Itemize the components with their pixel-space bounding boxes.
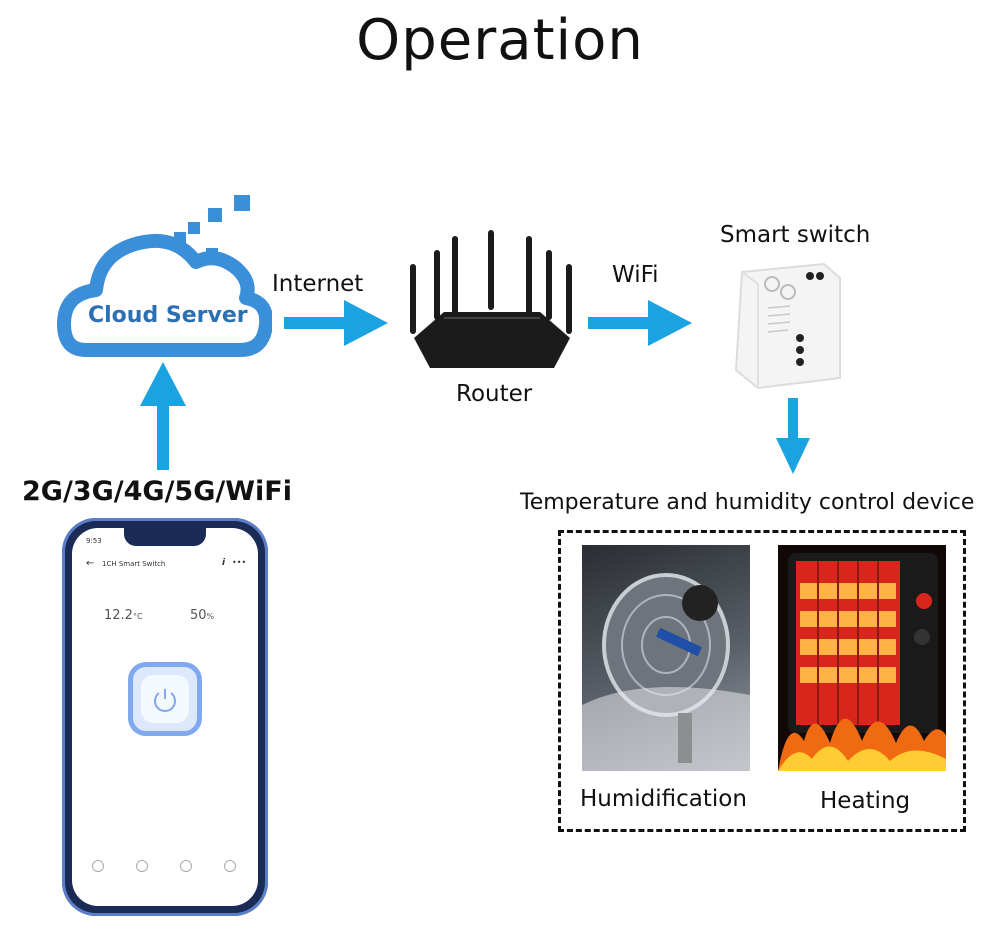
internet-label: Internet	[272, 271, 364, 297]
humidification-image	[582, 545, 750, 771]
arrow-cloud-to-router	[284, 300, 388, 346]
cloud-server-icon	[57, 195, 272, 357]
wifi-label: WiFi	[612, 262, 659, 288]
more-icon[interactable]: •••	[232, 558, 247, 567]
screen-title: 1CH Smart Switch	[102, 560, 166, 568]
temperature-value: 12.2	[104, 608, 133, 623]
phone-tab-bar	[72, 860, 258, 900]
phone-screen: 9:53 ← 1CH Smart Switch i ••• 12.2°C 50%	[72, 528, 258, 906]
humidity-unit: %	[206, 612, 215, 621]
phone-notch	[124, 528, 206, 546]
humidity-readout: 50%	[190, 608, 214, 623]
status-time: 9:53	[86, 537, 102, 545]
temperature-unit: °C	[132, 612, 143, 621]
tab-cycle[interactable]	[210, 860, 250, 872]
tab-schedule[interactable]	[122, 860, 162, 872]
tab-auto-icon	[92, 860, 104, 872]
router-label: Router	[456, 381, 533, 407]
connection-types-label: 2G/3G/4G/5G/WiFi	[22, 476, 292, 507]
smart-switch-icon	[734, 262, 841, 390]
smartphone: 9:53 ← 1CH Smart Switch i ••• 12.2°C 50%	[62, 518, 268, 916]
cycle-icon	[224, 860, 236, 872]
info-icon[interactable]: i	[222, 558, 226, 568]
heating-label: Heating	[820, 788, 911, 814]
back-arrow-icon[interactable]: ←	[86, 558, 95, 569]
tab-timer[interactable]	[166, 860, 206, 872]
alarm-icon	[136, 860, 148, 872]
arrow-switch-to-devices	[776, 398, 810, 474]
arrow-router-to-switch	[588, 300, 692, 346]
router-icon	[410, 230, 572, 368]
timer-icon	[180, 860, 192, 872]
heating-image	[778, 545, 946, 771]
arrow-phone-to-cloud	[140, 362, 186, 470]
humidification-label: Humidification	[580, 786, 747, 812]
power-icon	[154, 689, 176, 712]
power-button[interactable]	[128, 662, 202, 736]
temperature-readout: 12.2°C	[104, 608, 143, 623]
tab-auto[interactable]	[78, 860, 118, 872]
humidity-value: 50	[190, 608, 207, 623]
smart-switch-label: Smart switch	[720, 222, 871, 248]
device-group-box	[558, 530, 966, 832]
device-group-label: Temperature and humidity control device	[520, 490, 975, 515]
page-title: Operation	[356, 8, 644, 73]
cloud-server-label: Cloud Server	[88, 303, 248, 328]
